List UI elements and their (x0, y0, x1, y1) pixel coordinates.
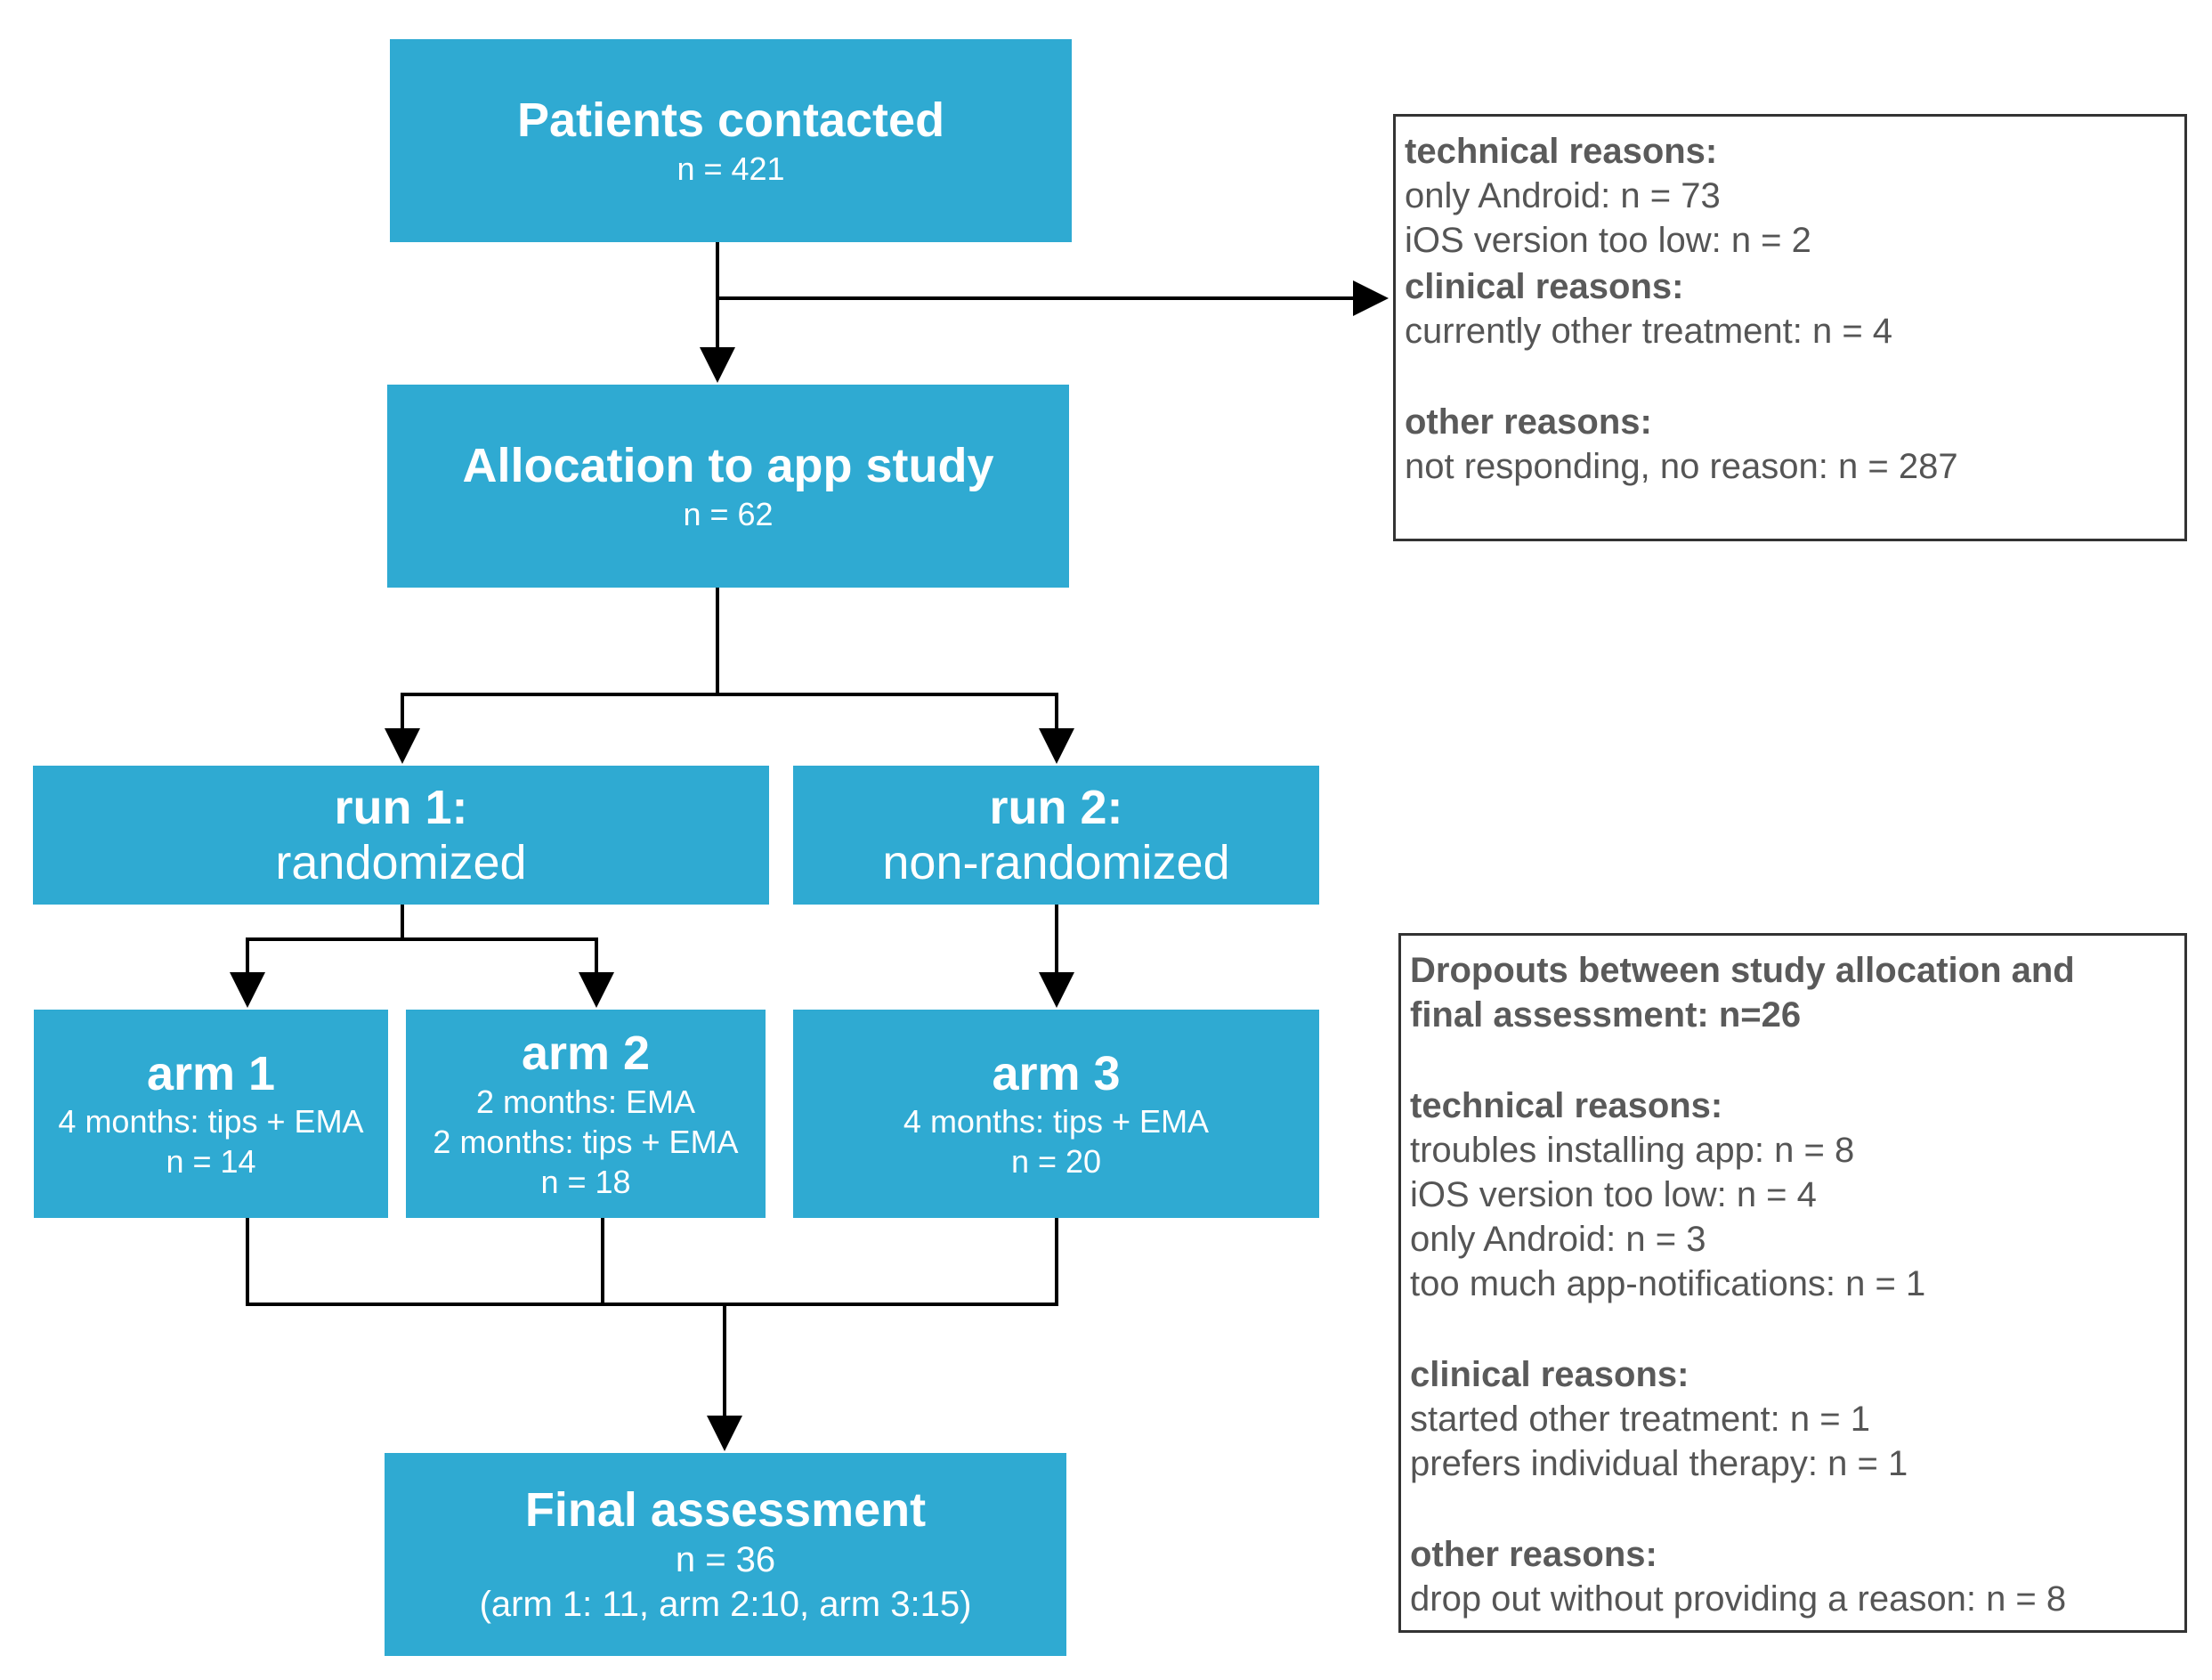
clinical-heading: clinical reasons: (1405, 267, 1684, 306)
dropout-item: started other treatment: n = 1 (1410, 1400, 1870, 1439)
arrow-run1-to-arms (230, 905, 404, 1008)
technical-heading: technical reasons: (1405, 132, 1718, 171)
dropout-item: too much app-notifications: n = 1 (1410, 1264, 1926, 1303)
dropout-item: only Android: n = 3 (1410, 1220, 1706, 1259)
other-heading: other reasons: (1410, 1535, 1657, 1574)
box-count: n = 20 (1010, 1143, 1102, 1181)
exclusion-item: not responding, no reason: n = 287 (1405, 447, 1958, 486)
dropout-item: troubles installing app: n = 8 (1410, 1131, 1855, 1170)
run1-box: run 1: randomized (33, 766, 769, 905)
box-title: run 1: (334, 780, 468, 834)
run2-box: run 2: non-randomized (793, 766, 1319, 905)
box-count: n = 36 (675, 1540, 776, 1580)
box-title: run 2: (989, 780, 1123, 834)
connector-arms-join (246, 1218, 1058, 1306)
other-heading: other reasons: (1405, 402, 1652, 442)
clinical-heading: clinical reasons: (1410, 1355, 1689, 1394)
dropout-item: drop out without providing a reason: n =… (1410, 1579, 2067, 1619)
exclusion-item: iOS version too low: n = 2 (1405, 221, 1811, 260)
exclusion-item: only Android: n = 73 (1405, 176, 1721, 215)
box-line: 4 months: tips + EMA (903, 1103, 1210, 1140)
arrow-to-run1 (401, 693, 1074, 764)
allocation-box: Allocation to app study n = 62 (387, 385, 1069, 588)
box-count: n = 14 (166, 1143, 256, 1181)
arm3-box: arm 3 4 months: tips + EMA n = 20 (793, 1010, 1319, 1218)
box-subtitle: non-randomized (882, 836, 1230, 889)
patients-contacted-box: Patients contacted n = 421 (390, 39, 1072, 242)
box-subtitle: randomized (275, 836, 527, 889)
arm2-box: arm 2 2 months: EMA 2 months: tips + EMA… (406, 1010, 766, 1218)
dropout-item: iOS version too low: n = 4 (1410, 1175, 1817, 1214)
box-count: n = 421 (677, 150, 785, 187)
box-count: n = 18 (540, 1163, 631, 1200)
box-title: arm 3 (992, 1046, 1121, 1100)
final-assessment-box: Final assessment n = 36 (arm 1: 11, arm … (385, 1453, 1066, 1656)
box-detail: (arm 1: 11, arm 2:10, arm 3:15) (479, 1585, 972, 1625)
box-title: arm 1 (146, 1046, 276, 1100)
box-title: arm 2 (521, 1027, 651, 1081)
exclusion-item: currently other treatment: n = 4 (1405, 312, 1893, 351)
box-line: 2 months: tips + EMA (433, 1123, 739, 1160)
box-title: Allocation to app study (462, 439, 994, 493)
dropout-item: prefers individual therapy: n = 1 (1410, 1444, 1908, 1483)
dropouts-note: Dropouts between study allocation and fi… (1398, 933, 2187, 1633)
dropouts-heading-count: final assessment: n=26 (1410, 995, 1802, 1035)
box-count: n = 62 (683, 495, 774, 532)
technical-heading: technical reasons: (1410, 1086, 1723, 1125)
box-title: Final assessment (524, 1482, 927, 1537)
exclusions-note: technical reasons: only Android: n = 73 … (1393, 114, 2187, 541)
box-line: 4 months: tips + EMA (58, 1103, 364, 1140)
arm1-box: arm 1 4 months: tips + EMA n = 14 (34, 1010, 388, 1218)
box-title: Patients contacted (516, 93, 945, 148)
box-line: 2 months: EMA (475, 1083, 696, 1120)
dropouts-heading: Dropouts between study allocation and (1410, 951, 2075, 990)
